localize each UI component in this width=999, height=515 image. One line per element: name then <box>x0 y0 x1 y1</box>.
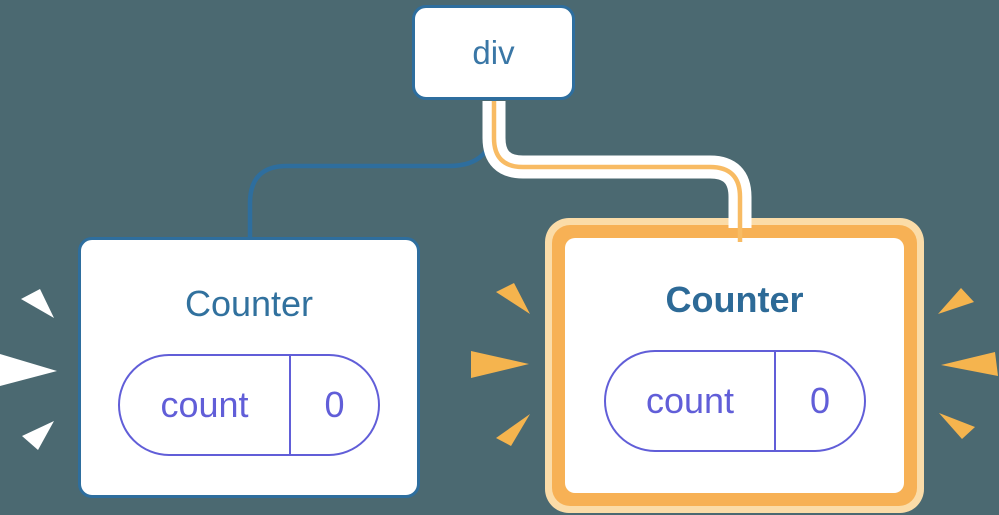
root-node-label: div <box>472 33 515 71</box>
counter-card-right-highlight-ring: Counter count 0 <box>552 225 917 506</box>
spark-icon <box>938 288 974 314</box>
state-value: 0 <box>324 384 345 425</box>
counter-title: Counter <box>665 279 804 320</box>
state-key: count <box>606 352 777 450</box>
root-node-div: div <box>412 5 575 100</box>
spark-burst-white-icon <box>0 289 57 450</box>
state-pill: count 0 <box>118 354 380 456</box>
spark-icon <box>496 283 530 314</box>
spark-icon <box>471 351 529 378</box>
spark-icon <box>496 414 530 446</box>
counter-card-right: Counter count 0 <box>565 238 904 493</box>
spark-burst-orange-left-icon <box>471 283 530 446</box>
spark-icon <box>21 289 54 318</box>
spark-icon <box>939 413 975 439</box>
counter-card-left: Counter count 0 <box>78 237 420 498</box>
spark-icon <box>0 354 57 386</box>
edge-to-left-counter <box>247 100 497 241</box>
counter-title: Counter <box>184 283 314 324</box>
spark-icon <box>22 421 54 450</box>
state-pill: count 0 <box>603 350 866 452</box>
spark-burst-orange-right-icon <box>938 288 998 439</box>
counter-card-right-highlight-halo: Counter count 0 <box>545 218 924 513</box>
state-key: count <box>120 356 291 454</box>
spark-icon <box>941 352 998 376</box>
state-value: 0 <box>809 380 830 421</box>
